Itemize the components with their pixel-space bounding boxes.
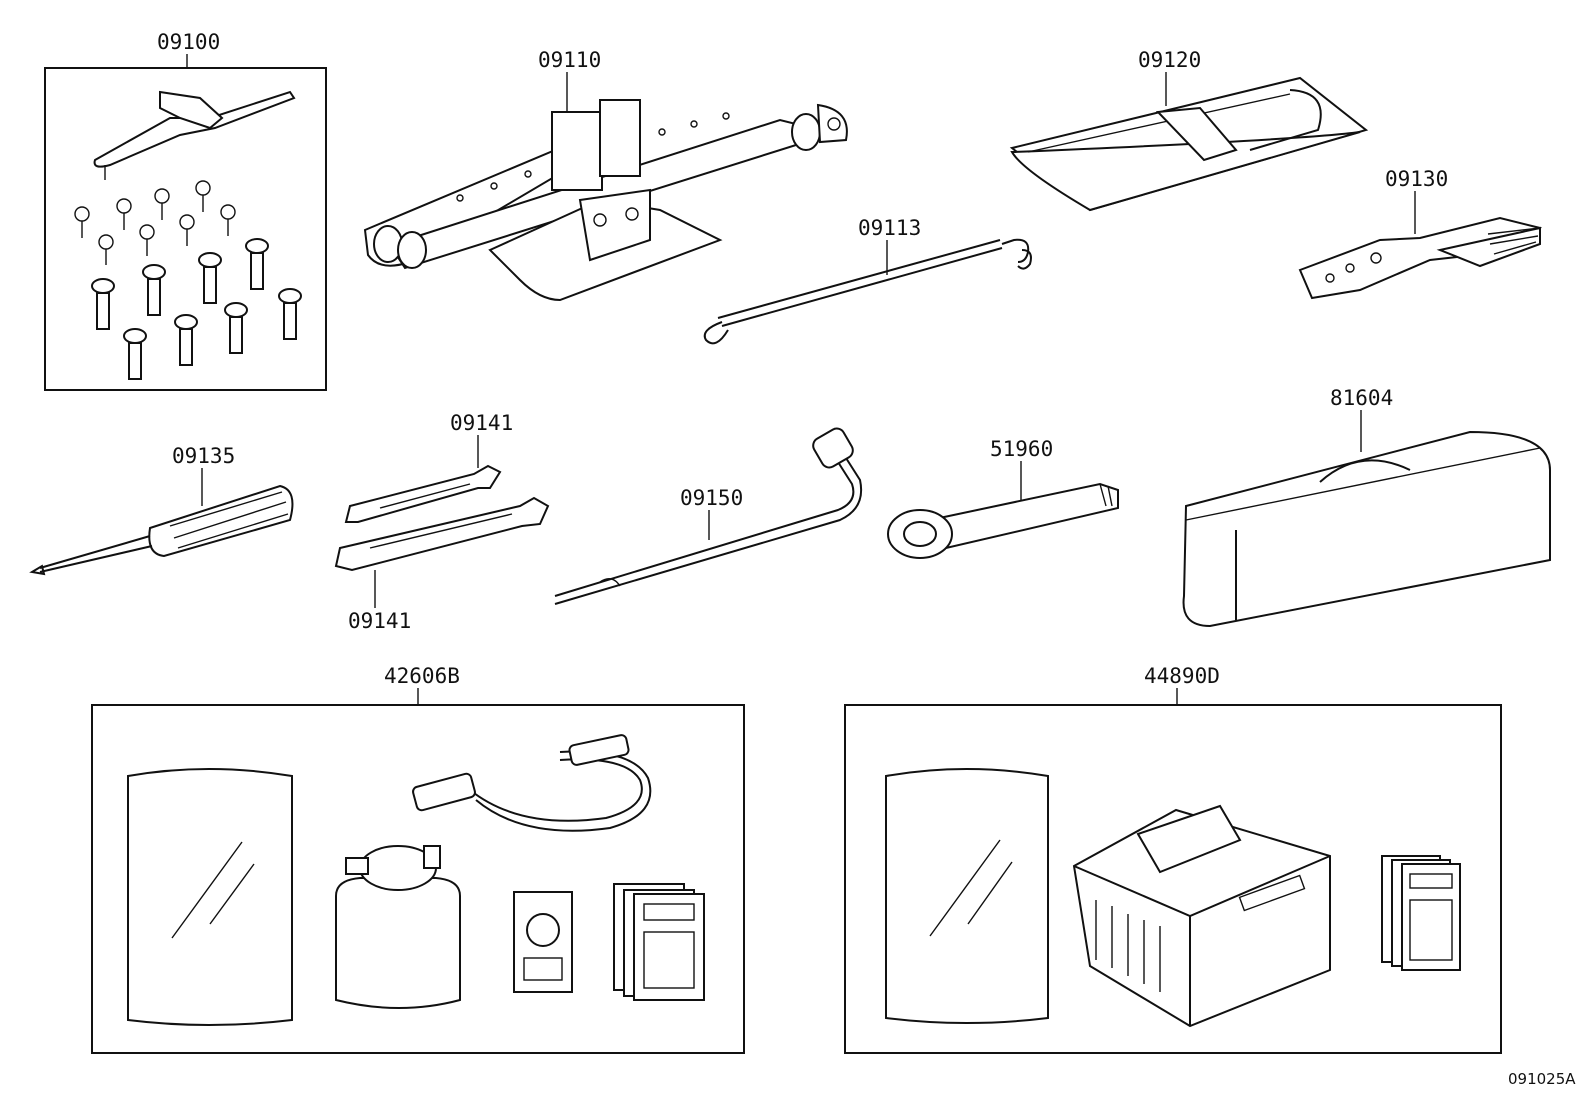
part-09100-group: 09100 (44, 30, 327, 391)
callout-09150[interactable]: 09150 (680, 486, 743, 510)
part-09150-group: 09150 (554, 427, 862, 605)
callout-81604[interactable]: 81604 (1330, 386, 1393, 410)
part-09141-group: 09141 09141 (334, 411, 550, 633)
part-81604-group: 81604 (1182, 386, 1551, 628)
compressor-icon (1072, 804, 1331, 1028)
part-51960-group: 51960 (887, 437, 1119, 559)
manual-icon (613, 883, 705, 1001)
bag-icon (885, 768, 1049, 1024)
screw-set-icon (74, 180, 302, 380)
gauge-card-icon (513, 891, 573, 993)
scissor-jack-icon (363, 99, 848, 302)
callout-09110[interactable]: 09110 (538, 48, 601, 72)
callout-42606B[interactable]: 42606B (384, 664, 460, 688)
part-09120-group: 09120 (1009, 48, 1369, 212)
part-09135-group: 09135 (29, 444, 294, 576)
manual-icon (1381, 855, 1461, 971)
sealant-bottle-icon (335, 845, 461, 1009)
part-09113-group: 09113 (703, 216, 1032, 345)
towing-eye-icon (887, 482, 1119, 559)
callout-09141-top[interactable]: 09141 (450, 411, 513, 435)
callout-09130[interactable]: 09130 (1385, 167, 1448, 191)
part-09110-group: 09110 (363, 48, 848, 302)
bag-icon (127, 768, 293, 1026)
callout-09100[interactable]: 09100 (157, 30, 220, 54)
part-42606B-group: 42606B (91, 664, 745, 1054)
hose-icon (412, 734, 652, 832)
hex-key-icon (93, 90, 296, 180)
wrench-small-icon (344, 464, 502, 523)
kit-box-09100 (44, 67, 327, 391)
kit-box-42606B (91, 704, 745, 1054)
part-09130-group: 09130 (1298, 167, 1542, 300)
tool-bag-icon (1009, 76, 1369, 212)
callout-51960[interactable]: 51960 (990, 437, 1053, 461)
figure-reference: 091025A (1508, 1070, 1576, 1088)
lug-wrench-icon (554, 427, 862, 605)
screwdriver-icon (29, 484, 294, 576)
callout-09135[interactable]: 09135 (172, 444, 235, 468)
wrench-large-icon (334, 496, 550, 572)
callout-44890D[interactable]: 44890D (1144, 664, 1220, 688)
pliers-icon (1298, 216, 1542, 300)
part-44890D-group: 44890D (844, 664, 1502, 1054)
callout-09141-bottom[interactable]: 09141 (348, 609, 411, 633)
kit-box-44890D (844, 704, 1502, 1054)
callout-09120[interactable]: 09120 (1138, 48, 1201, 72)
jack-handle-icon (703, 238, 1032, 345)
callout-09113[interactable]: 09113 (858, 216, 921, 240)
tool-case-icon (1182, 430, 1551, 628)
